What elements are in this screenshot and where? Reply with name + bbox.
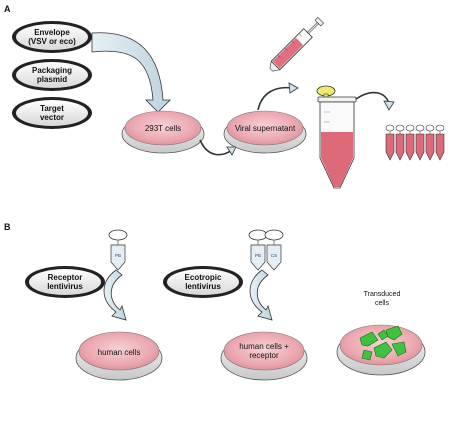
receptor-arrow xyxy=(103,269,127,321)
pill-packaging-line2: plasmid xyxy=(37,75,67,84)
transduced-line1: Transduced xyxy=(364,291,401,298)
tube-pb-eco-label: PB xyxy=(255,253,261,258)
panel-a-label: A xyxy=(4,4,11,14)
pill-target-line2: vector xyxy=(40,113,64,122)
pill-receptor-line2: lentivirus xyxy=(47,282,83,291)
aliquot-tube xyxy=(425,124,435,161)
pill-ecotropic-line1: Ecotropic xyxy=(185,273,222,282)
pill-envelope-line1: Envelope xyxy=(34,28,70,37)
aliquot-tube xyxy=(415,124,425,161)
green-cells-icon xyxy=(359,325,407,361)
pill-ecotropic-line2: lentivirus xyxy=(185,282,221,291)
viral-to-syringe-arrow xyxy=(257,86,293,111)
dish-receptor-line2: receptor xyxy=(249,351,279,360)
ecotropic-arrow xyxy=(249,269,273,321)
pill-ecotropic: Ecotropic lentivirus xyxy=(163,266,243,298)
dish-transduced xyxy=(336,324,426,376)
tube-cs-icon: CS xyxy=(264,229,284,271)
dish-293t: 293T cells xyxy=(121,110,205,154)
dish-viral-label: Viral supernatant xyxy=(235,124,296,133)
pill-envelope-line2: (VSV or eco) xyxy=(28,37,76,46)
tube-pb-icon: PB xyxy=(108,229,128,271)
aliquot-tube xyxy=(405,124,415,161)
syringe-icon xyxy=(269,16,325,72)
tube-pb-icon-eco: PB xyxy=(248,229,268,271)
tube-pb-label: PB xyxy=(115,253,121,258)
pills-to-dish-arrow xyxy=(91,32,171,113)
dish-293t-label: 293T cells xyxy=(145,124,181,133)
pill-receptor: Receptor lentivirus xyxy=(25,266,105,298)
aliquot-tube xyxy=(395,124,405,161)
pill-packaging: Packaging plasmid xyxy=(12,59,92,91)
pill-receptor-line1: Receptor xyxy=(48,273,83,282)
dish-to-viral-arrowhead xyxy=(226,146,237,156)
viral-to-syringe-arrowhead xyxy=(288,82,299,94)
pill-target: Target vector xyxy=(12,97,92,129)
panel-b-label: B xyxy=(4,222,11,232)
pill-packaging-line1: Packaging xyxy=(32,66,72,75)
pill-target-line1: Target xyxy=(40,104,64,113)
dish-human-cells: human cells xyxy=(75,331,163,381)
dish-viral: Viral supernatant xyxy=(223,110,307,154)
aliquot-tube xyxy=(435,124,445,161)
tube-to-aliquots-arrowhead xyxy=(383,100,395,111)
aliquot-tube xyxy=(385,124,395,161)
dish-human-label: human cells xyxy=(98,348,141,357)
tube-cs-label: CS xyxy=(271,253,277,258)
tube-to-aliquots-arrow xyxy=(355,91,390,105)
conical-tube-icon xyxy=(317,96,357,189)
transduced-line2: cells xyxy=(375,300,390,307)
dish-receptor-line1: human cells + xyxy=(239,342,289,351)
dish-human-receptor: human cells + receptor xyxy=(220,331,308,381)
aliquot-tubes xyxy=(385,124,445,161)
pill-envelope: Envelope (VSV or eco) xyxy=(12,21,92,53)
